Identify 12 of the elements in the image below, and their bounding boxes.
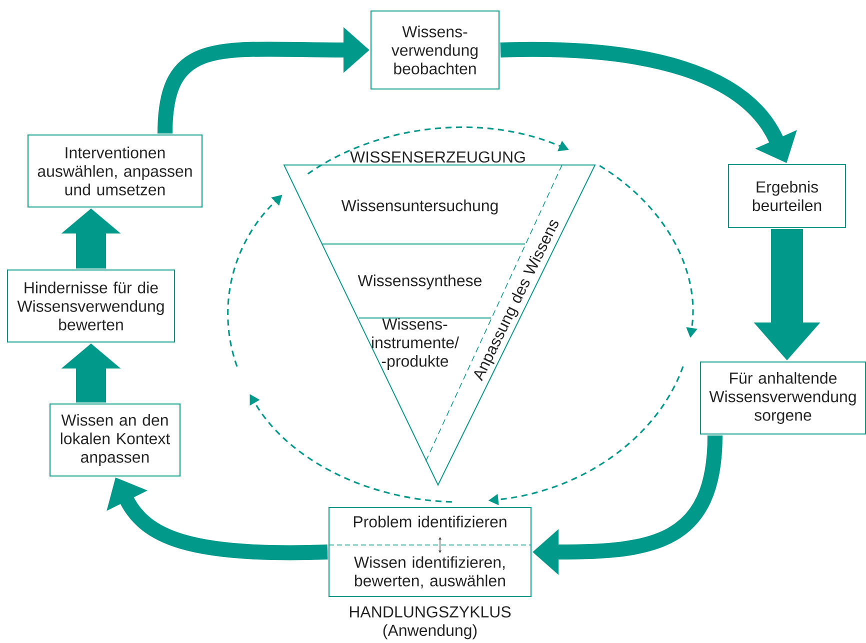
cycle-caption: HANDLUNGSZYKLUS (Anwendung) <box>350 606 511 640</box>
process-box: Interventionen auswählen, anpassen und umsetzen <box>28 134 202 208</box>
process-box: Problem identifizieren Wissen identifizieren, bewerten, auswählen <box>328 507 532 597</box>
band-label: Wissens- instrumente/ -produkte <box>372 318 459 370</box>
process-box: Für anhaltende Wissensverwendung sorgene <box>700 362 866 434</box>
process-box: Wissen an den lokalen Kontext anpassen <box>50 404 180 476</box>
band-label: Wissensuntersuchung <box>341 200 498 214</box>
process-box: Hindernisse für die Wissensverwendung bewerten <box>7 270 175 342</box>
process-box: Ergebnis beurteilen <box>728 164 846 228</box>
process-box: Wissens- verwendung beobachten <box>370 10 500 90</box>
band-label: Wissenssynthese <box>358 274 482 290</box>
triangle-heading: WISSENSERZEUGUNG <box>350 151 525 163</box>
